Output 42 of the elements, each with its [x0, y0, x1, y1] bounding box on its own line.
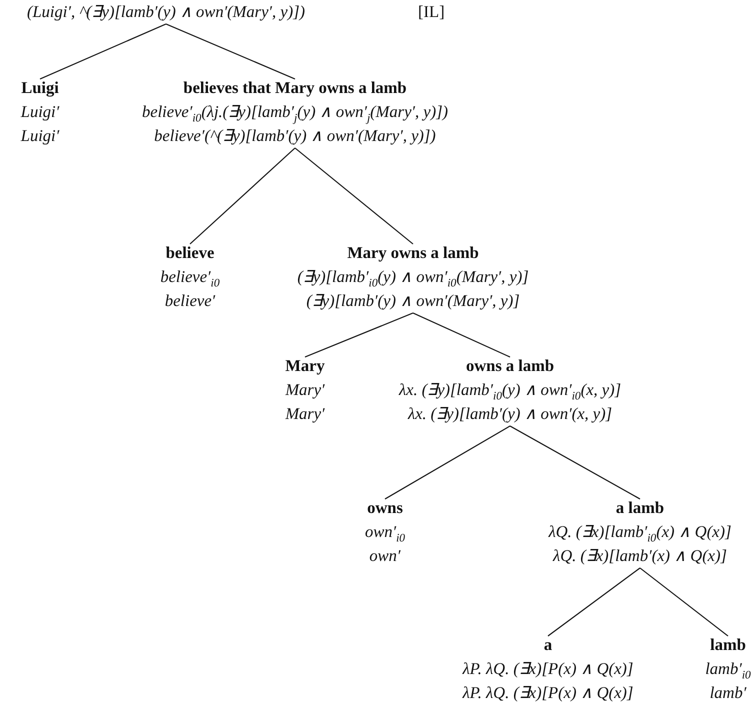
phrase-label: lamb — [709, 634, 747, 656]
phrase-label: believes that Mary owns a lamb — [182, 77, 408, 99]
formula: (∃y)[lamb′$_{i0}$(y) ∧ own′$_{i0}$(Mary′, y)] — [297, 266, 529, 289]
phrase-label: Mary owns a lamb — [346, 242, 480, 264]
tree-branch — [166, 24, 296, 80]
phrase-label: Luigi — [20, 77, 60, 99]
formula: λP. λQ. (∃x)[P(x) ∧ Q(x)] — [462, 658, 634, 680]
formula: (∃y)[lamb′(y) ∧ own′(Mary′, y)] — [305, 290, 521, 312]
formula: Luigi′ — [20, 101, 60, 123]
tree-branch — [640, 568, 728, 636]
formula: λP. λQ. (∃x)[P(x) ∧ Q(x)] — [462, 682, 634, 704]
formula: lamb′$_{i0}$ — [705, 658, 751, 681]
phrase-label: Mary — [285, 355, 325, 377]
formula: believe′$_{i0}$(λj.(∃y)[lamb′$_{j}$(y) ∧ own′$_{j}$(Mary′, y)]) — [142, 101, 448, 124]
phrase-label: a lamb — [614, 497, 666, 519]
phrase-label: believe — [164, 242, 216, 264]
formula: believe′ — [164, 290, 216, 312]
formula: believe′$_{i0}$ — [160, 266, 220, 289]
phrase-label: a — [542, 634, 554, 656]
type-annotation: [IL] — [418, 1, 445, 23]
formula: λx. (∃y)[lamb′(y) ∧ own′(x, y)] — [406, 403, 614, 425]
tree-branch — [548, 568, 640, 636]
tree-branch — [412, 312, 510, 358]
tree-branch — [40, 24, 166, 80]
formula: believe′(^(∃y)[lamb′(y) ∧ own′(Mary′, y)]) — [153, 125, 437, 147]
formula: own′ — [368, 545, 402, 567]
formula: lamb′ — [708, 682, 748, 704]
tree-branch — [510, 426, 640, 500]
tree-branch — [190, 148, 296, 244]
formula: λQ. (∃x)[lamb′(x) ∧ Q(x)] — [552, 545, 728, 567]
tree-branch — [304, 312, 414, 358]
formula: λx. (∃y)[lamb′$_{i0}$(y) ∧ own′$_{i0}$(x, y)] — [398, 379, 622, 402]
formula: own′$_{i0}$ — [364, 521, 406, 544]
tree-branch — [384, 426, 510, 500]
formula: Mary′ — [285, 379, 325, 401]
phrase-label: owns a lamb — [464, 355, 555, 377]
phrase-label: owns — [366, 497, 404, 519]
formula: (Luigi′, ^(∃y)[lamb′(y) ∧ own′(Mary′, y)]) — [27, 1, 305, 23]
tree-branch — [294, 148, 414, 244]
formula: λQ. (∃x)[lamb′$_{i0}$(x) ∧ Q(x)] — [548, 521, 732, 544]
formula: Mary′ — [285, 403, 325, 425]
formula: Luigi′ — [20, 125, 60, 147]
